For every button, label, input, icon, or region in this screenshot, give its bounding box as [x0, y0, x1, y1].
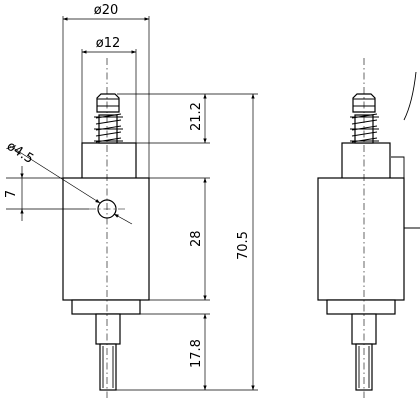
side-view: [317, 58, 420, 398]
side-base-plate: [326, 299, 396, 315]
front-shaft-upper: [95, 313, 121, 345]
side-body: [317, 177, 405, 301]
outer-diameter-label: ø20: [94, 3, 119, 18]
front-shaft-lower: [99, 343, 117, 391]
dimension-outer-diameter: ø20: [62, 3, 150, 178]
front-collar: [81, 142, 137, 180]
side-spring: [350, 113, 379, 143]
side-collar: [341, 142, 391, 180]
wire-lead-2: [403, 71, 417, 121]
front-body: [62, 177, 150, 301]
front-spring: [94, 113, 123, 143]
top-section-label: 21.2: [189, 102, 204, 131]
front-top-nut: [96, 93, 120, 113]
shaft-length-label: 17.8: [189, 339, 204, 368]
dimension-total-height: 70.5: [236, 93, 255, 391]
front-view: [62, 58, 150, 398]
hole-offset-label: 7: [4, 190, 19, 198]
dimension-shaft-length: 17.8: [189, 313, 207, 391]
inner-diameter-label: ø12: [96, 36, 121, 51]
dimension-body-height: 28: [189, 177, 207, 301]
dimension-hole-offset: 7: [4, 166, 89, 221]
dimension-top-section: 21.2: [189, 93, 207, 144]
hole-diameter-label: ø4.5: [4, 139, 36, 167]
front-base-plate: [71, 299, 141, 315]
total-height-label: 70.5: [236, 231, 251, 260]
body-height-label: 28: [189, 230, 204, 247]
dimension-inner-diameter: ø12: [81, 36, 137, 143]
